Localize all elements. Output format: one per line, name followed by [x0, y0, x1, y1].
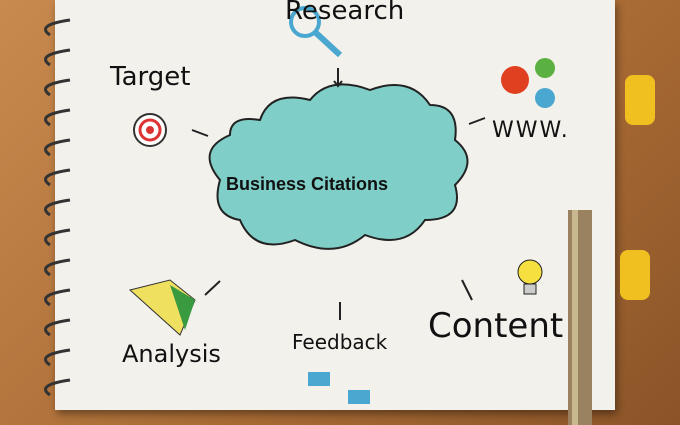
gears-icon — [501, 58, 555, 108]
pushpin-icons — [620, 75, 655, 300]
node-www: WWW. — [492, 118, 570, 143]
lightbulb-icon — [517, 259, 543, 295]
node-analysis: Analysis — [122, 340, 221, 368]
target-icon — [133, 113, 167, 147]
center-title: Business Citations — [226, 174, 389, 194]
arrows — [191, 68, 486, 320]
pen-icon — [568, 210, 592, 425]
node-content: Content — [428, 306, 564, 346]
envelope-icons — [308, 372, 370, 404]
node-target: Target — [110, 62, 191, 92]
node-feedback: Feedback — [292, 330, 388, 354]
node-research: Research — [285, 0, 405, 26]
cloud-shape — [208, 83, 469, 250]
pie-chart-icon — [128, 279, 196, 336]
spiral-binding — [44, 18, 71, 397]
magnifier-icon — [289, 6, 343, 58]
